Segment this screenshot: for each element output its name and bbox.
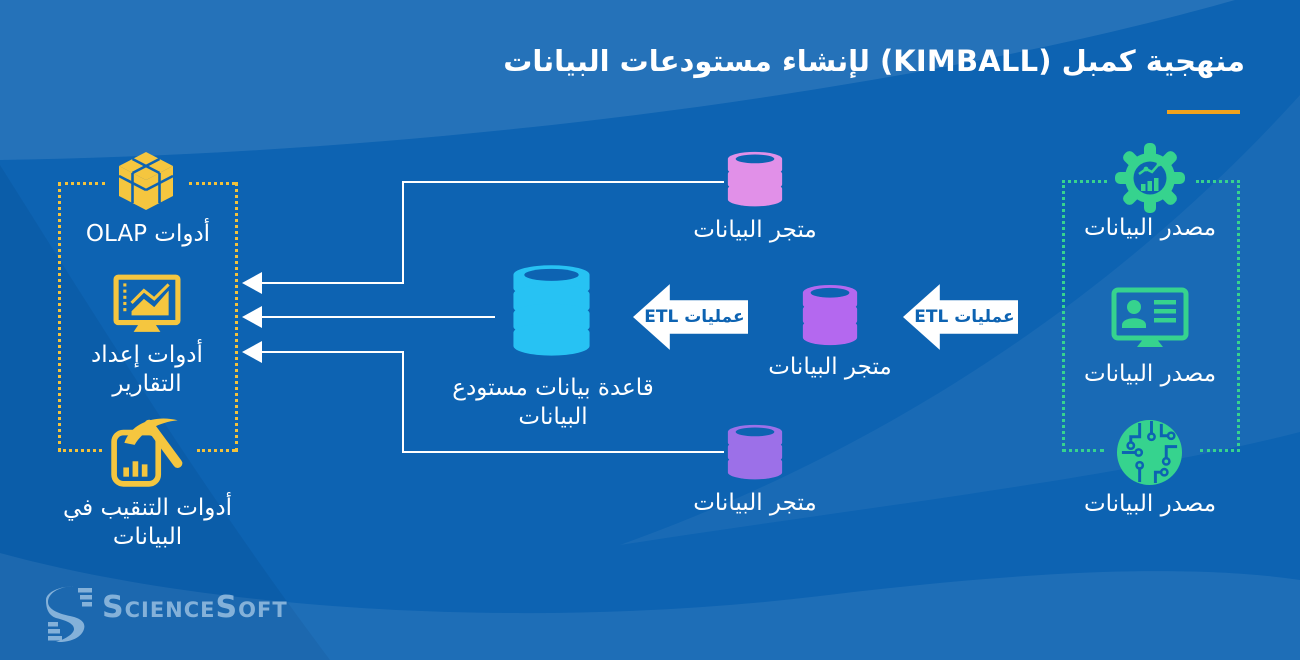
etl-arrow-right-label: عمليات ETL [914, 307, 1015, 327]
source-label-3: مصدر البيانات [1083, 491, 1217, 517]
title-underline [1167, 110, 1240, 114]
data-mart-middle-icon [802, 284, 858, 346]
warehouse-label: قاعدة بيانات مستودع البيانات [452, 375, 654, 430]
source-label-2: مصدر البيانات [1083, 361, 1217, 387]
data-mart-middle-label: متجر البيانات [768, 354, 892, 380]
tool-label-mining: أدوات التنقيب في البيانات [62, 495, 232, 550]
etl-arrow-left-label: عمليات ETL [644, 307, 745, 327]
monitor-user-icon [1111, 287, 1189, 347]
tool-label-reporting: أدوات إعداد التقارير [91, 342, 203, 397]
data-mart-bottom-icon [727, 424, 783, 480]
tool-label-olap: أدوات OLAP [85, 221, 211, 247]
report-monitor-icon [113, 274, 181, 332]
data-mart-top-label: متجر البيانات [693, 217, 817, 243]
data-mining-icon [111, 418, 183, 487]
sciencesoft-logo-icon [46, 586, 92, 642]
olap-cube-icon [118, 152, 174, 210]
circuit-circle-icon [1116, 419, 1183, 486]
data-mart-bottom-label: متجر البيانات [693, 490, 817, 516]
source-label-1: مصدر البيانات [1083, 215, 1217, 241]
page-title: منهجية كمبل (KIMBALL) لإنشاء مستودعات ال… [503, 44, 1245, 78]
data-mart-top-icon [727, 151, 783, 207]
sciencesoft-logo-text: ScienceSoft [102, 590, 288, 625]
gear-analytics-icon [1115, 143, 1185, 213]
warehouse-database-icon [513, 265, 590, 356]
